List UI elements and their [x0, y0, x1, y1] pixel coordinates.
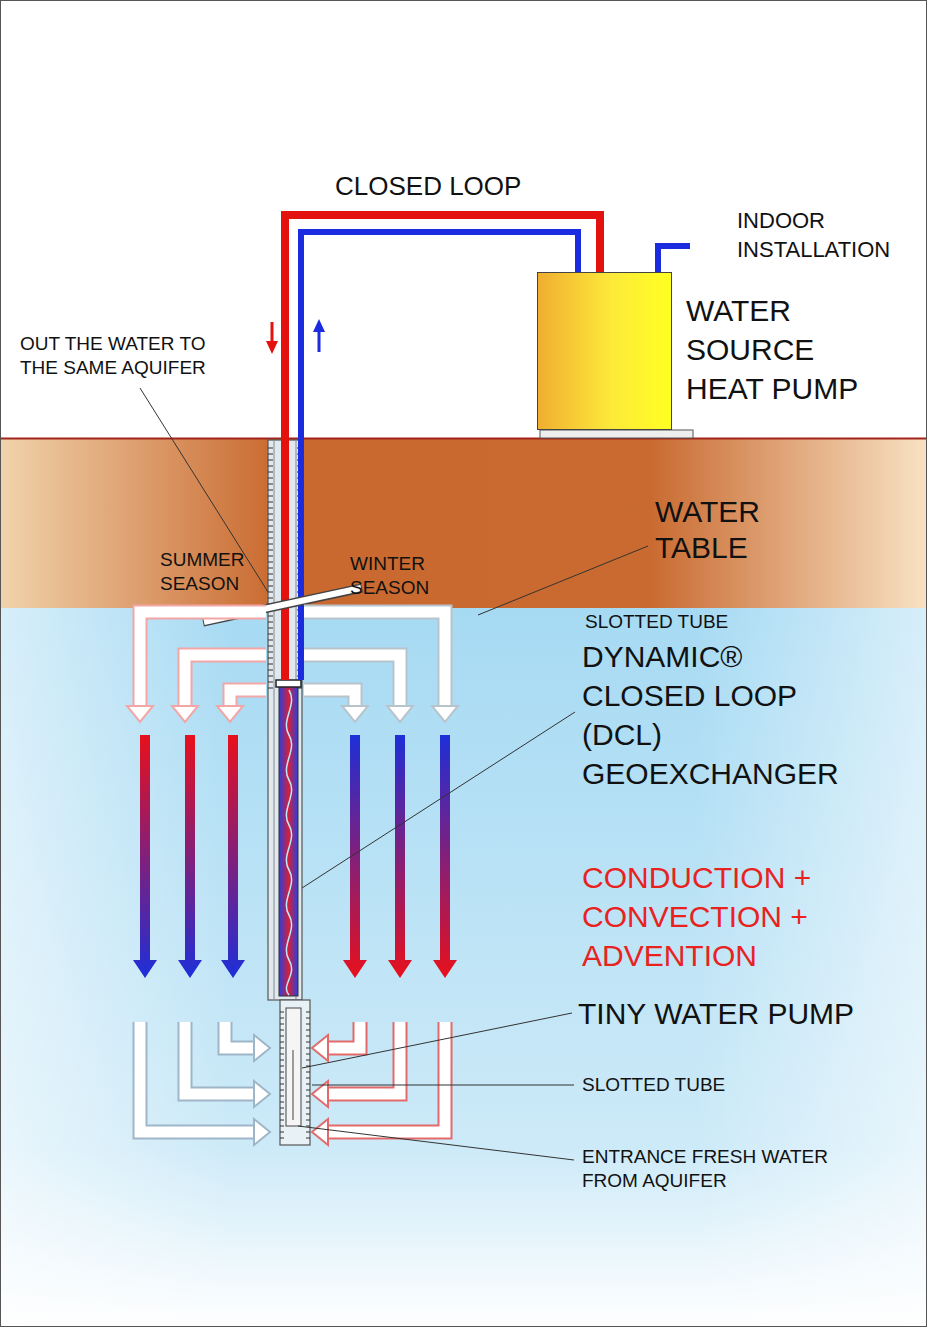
process-note: CONDUCTION + CONVECTION + ADVENTION	[582, 858, 857, 975]
loop-title: CLOSED LOOP	[335, 170, 615, 203]
water-table-label: WATER TABLE	[655, 494, 805, 566]
geoexchanger-label: DYNAMIC® CLOSED LOOP (DCL) GEOEXCHANGER	[582, 637, 844, 793]
indoor-label: INDOOR INSTALLATION	[737, 207, 922, 264]
outlet-label: OUT THE WATER TO THE SAME AQUIFER	[20, 332, 225, 380]
tube-label: SLOTTED TUBE	[582, 1073, 802, 1097]
season-label: WINTER SEASON	[350, 552, 455, 600]
heat-pump-label: WATER SOURCE HEAT PUMP	[686, 291, 886, 408]
tube-label: SLOTTED TUBE	[585, 610, 805, 634]
heat-pump-box: WATER SOURCE HEAT PUMP	[537, 272, 672, 430]
season-label: SUMMER SEASON	[160, 548, 265, 596]
inlet-label: ENTRANCE FRESH WATER FROM AQUIFER	[582, 1145, 844, 1193]
pump-label: TINY WATER PUMP	[578, 995, 918, 1033]
